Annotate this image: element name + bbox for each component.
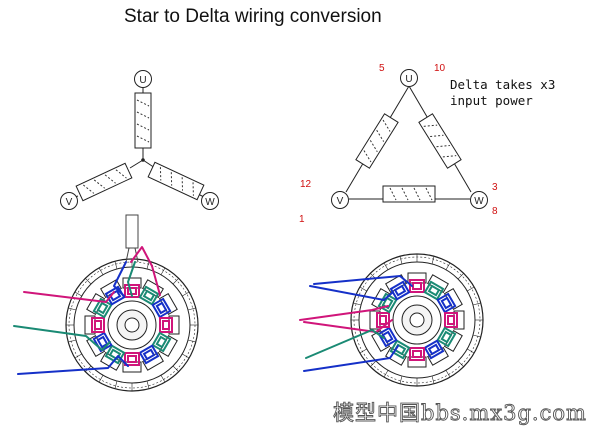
delta-winding-right (418, 113, 462, 169)
star-winding-v (75, 162, 133, 202)
delta-diagram: U V W Delta takes x3 input power 5 10 12… (299, 63, 555, 225)
star-diagram: U V W (60, 70, 219, 210)
delta-winding-left (355, 113, 399, 169)
pin-label-3: 3 (492, 182, 498, 193)
star-lead-bundle (125, 214, 139, 263)
watermark: 模型中国bbs.mx3g.com (333, 401, 587, 425)
delta-winding-bottom (382, 185, 436, 203)
star-motor-stator (65, 258, 199, 392)
delta-terminal-v: V (331, 191, 349, 209)
pin-label-5: 5 (379, 63, 385, 74)
delta-motor-leads (299, 275, 413, 372)
svg-text:U: U (139, 75, 146, 86)
svg-text:V: V (337, 196, 344, 207)
delta-note-line2: input power (450, 93, 533, 108)
star-winding-w (147, 161, 205, 201)
page-title: Star to Delta wiring conversion (124, 6, 382, 27)
pin-label-10: 10 (434, 63, 446, 74)
svg-text:U: U (405, 74, 412, 85)
svg-text:V: V (66, 197, 73, 208)
star-terminal-v: V (60, 192, 78, 210)
star-terminal-u: U (134, 70, 152, 88)
star-terminal-w: W (201, 192, 219, 210)
star-winding-u (134, 92, 152, 149)
star-motor-leads (13, 246, 161, 375)
pin-label-12: 12 (300, 179, 312, 190)
delta-terminal-w: W (470, 191, 488, 209)
delta-motor-stator (350, 253, 484, 387)
svg-text:W: W (205, 197, 215, 208)
pin-label-8: 8 (492, 206, 498, 217)
delta-terminal-u: U (400, 69, 418, 87)
svg-text:W: W (474, 196, 484, 207)
delta-note-line1: Delta takes x3 (450, 77, 555, 92)
pin-label-1: 1 (299, 214, 305, 225)
